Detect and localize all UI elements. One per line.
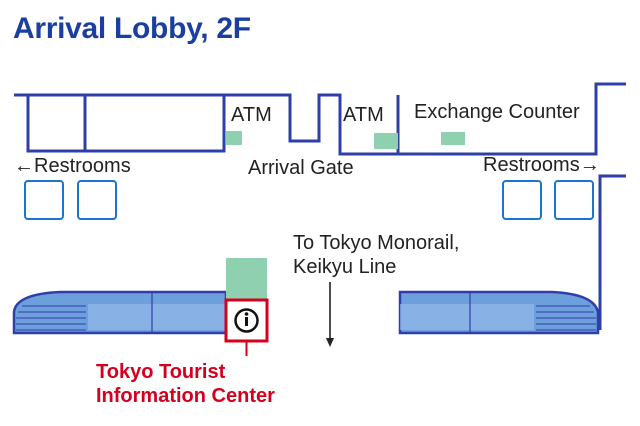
tourist-center-label-line1: Tokyo Tourist	[96, 361, 226, 383]
right-wheelchair-frame	[502, 180, 542, 220]
left-shop-block	[26, 95, 226, 153]
arrow-down-icon	[326, 282, 334, 347]
arrival-gate-label: Arrival Gate	[248, 157, 354, 179]
atm-left-label: ATM	[231, 104, 272, 126]
left-seating-inner	[88, 304, 226, 330]
restrooms-right-label: Restrooms→	[483, 154, 600, 176]
tourist-center-area	[226, 258, 267, 299]
monorail-label-line2: Keikyu Line	[293, 256, 397, 278]
page-title: Arrival Lobby, 2F	[13, 12, 251, 45]
exchange-counter	[441, 132, 465, 145]
right-wall	[598, 174, 626, 330]
exchange-label: Exchange Counter	[414, 101, 580, 123]
left-wheelchair-frame	[24, 180, 64, 220]
right-seating-inner	[400, 304, 534, 330]
tourist-center-label-line2: Information Center	[96, 385, 275, 407]
atm-right-counter	[374, 133, 398, 149]
information-icon	[234, 308, 259, 333]
right-toilet-frame	[554, 180, 594, 220]
atm-left-counter	[226, 131, 242, 145]
atm-right-label: ATM	[343, 104, 384, 126]
lobby-wall	[14, 82, 626, 156]
left-toilet-frame	[77, 180, 117, 220]
restrooms-left-label: ←Restrooms	[14, 155, 131, 177]
left-hatch	[16, 305, 86, 331]
monorail-label-line1: To Tokyo Monorail,	[293, 232, 460, 254]
right-hatch	[536, 305, 596, 331]
